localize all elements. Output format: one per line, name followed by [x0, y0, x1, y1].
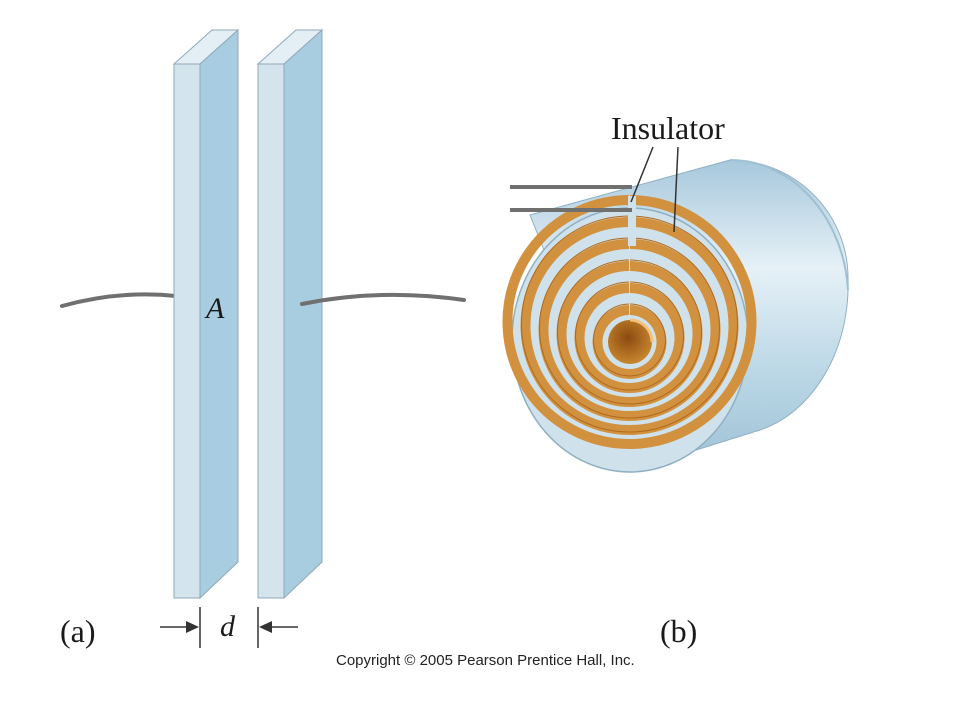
- rolled-capacitor: Insulator (b): [502, 110, 849, 649]
- separation-dimension: d: [160, 607, 298, 648]
- left-plate: [172, 28, 240, 600]
- arrowhead-left: [186, 621, 199, 633]
- copyright-notice: Copyright © 2005 Pearson Prentice Hall, …: [336, 652, 635, 669]
- separation-label: d: [220, 610, 236, 643]
- core-curl: [629, 318, 654, 343]
- cylinder-back-edge: [729, 158, 849, 291]
- layer-entry-cut: [628, 196, 636, 246]
- right-plate-side: [257, 63, 285, 599]
- parallel-plate-capacitor: A d (a): [60, 28, 466, 649]
- left-lead-wire: [60, 292, 178, 308]
- spiral-layers: [502, 195, 757, 449]
- panel-b-label: (b): [660, 613, 697, 649]
- panel-a-label: (a): [60, 613, 96, 649]
- right-plate: [256, 28, 324, 600]
- arrowhead-right: [259, 621, 272, 633]
- plate-area-label: A: [204, 292, 225, 325]
- right-plate-front: [283, 28, 323, 600]
- right-lead-wire: [300, 292, 466, 306]
- left-plate-front: [199, 28, 239, 600]
- insulator-leader-left: [630, 146, 654, 203]
- copper-spiral: [502, 195, 757, 449]
- insulator-leader-right: [673, 146, 679, 233]
- spiral-core: [608, 320, 652, 364]
- left-plate-side: [173, 63, 201, 599]
- copper-spiral-edges: [521, 215, 738, 433]
- insulator-label: Insulator: [611, 110, 725, 146]
